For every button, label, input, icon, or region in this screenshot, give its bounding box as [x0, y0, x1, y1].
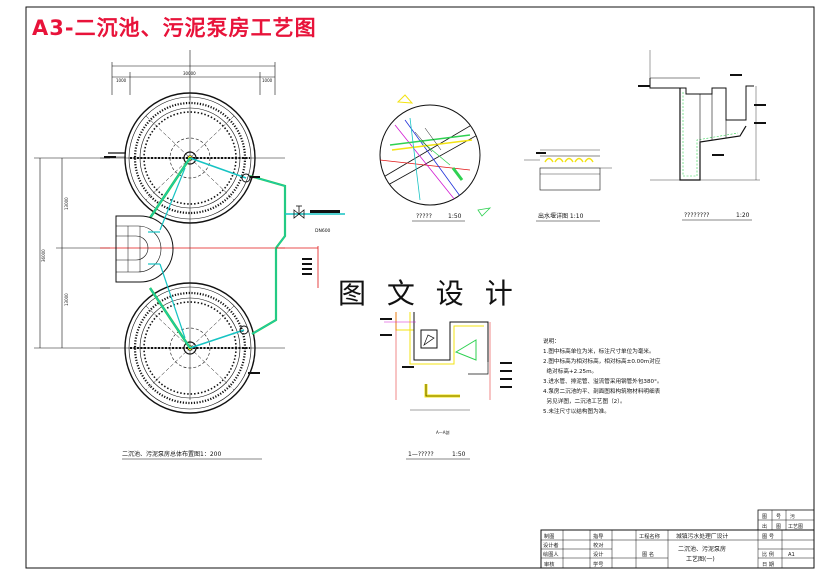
- tb-draftsman-label: 绘图人: [543, 550, 559, 558]
- tb-advisor-label: 指导: [593, 532, 603, 540]
- tb-project-name: 城镇污水处理厂设计: [676, 532, 728, 540]
- tb-reviewer-label: 审核: [544, 560, 554, 568]
- tb-drafter-label: 制图: [544, 532, 554, 540]
- north-arrow-2: [477, 207, 492, 217]
- detail-circle-scale: 1:50: [448, 213, 462, 220]
- notes-item: 2.图中标高为相对标高，相对标高±0.00m对应: [543, 357, 661, 365]
- tb-project-label: 工程名称: [639, 532, 660, 540]
- tb-student-id-label: 学号: [593, 560, 603, 568]
- tb-rt-1: 图: [762, 514, 767, 520]
- tb-date-label: 日 期: [762, 561, 774, 568]
- plan-pipes: [159, 167, 345, 339]
- tb-drawing-name-1: 二沉池、污泥泵房: [678, 545, 726, 553]
- pipe-label: DN600: [315, 228, 331, 234]
- plan-dim-top: [111, 50, 276, 100]
- plan-dim-top-3: 1000: [262, 78, 273, 83]
- tb-design-label: 设计: [593, 550, 603, 558]
- outlet-weir-detail: [524, 149, 612, 191]
- tb-sheet-size: A1: [788, 552, 795, 558]
- plan-view: 1000 30000 1000 36000 13000 13000: [34, 50, 345, 460]
- outlet-weir-caption: 出水堰详图 1:10: [538, 212, 584, 220]
- plan-dim-left-lower: 13000: [64, 293, 69, 306]
- gate-valve: [293, 205, 305, 219]
- plan-dim-top-1: 1000: [116, 78, 127, 83]
- title-block: [540, 509, 815, 569]
- watermark: 图 文 设 计: [336, 272, 521, 312]
- pump-section-scale: 1:50: [452, 451, 466, 458]
- tb-drawing-name-2: 工艺图(一): [686, 555, 715, 563]
- detail-circle-boundary: [379, 104, 481, 206]
- notes-item: 另见详图，二沉池工艺图（2）。: [543, 397, 626, 405]
- plan-tags: [104, 156, 312, 374]
- tb-scale-label: 比 例: [762, 550, 774, 558]
- pump-house-section: [380, 308, 512, 411]
- notes-item: 3.进水管、排泥管、溢流管采用钢管外包380°。: [543, 377, 663, 385]
- design-notes: 说明： 1.图中标高单位为米，标注尺寸单位为毫米。 2.图中标高为相对标高，相对…: [543, 337, 663, 415]
- tb-designer-label: 设计者: [543, 541, 559, 549]
- clarifier-upper: [108, 92, 256, 224]
- north-arrow-1: [396, 94, 414, 104]
- pipe-label-bar: [310, 210, 340, 213]
- detail-circle-content: [380, 117, 480, 201]
- detail-circle-caption: ?????: [416, 213, 432, 220]
- detail-circle-view: ????? 1:50: [379, 94, 492, 222]
- drawing-title: A3-二沉池、污泥泵房工艺图: [32, 16, 317, 40]
- notes-item: 5.未注尺寸以结构图为准。: [543, 407, 610, 415]
- clarifier-lower: [124, 282, 256, 414]
- tb-drawing-name-label: 图 名: [642, 550, 654, 558]
- pump-section-caption: 1—?????: [408, 451, 434, 458]
- plan-dim-left: [34, 157, 110, 349]
- sludge-pump-house: [115, 215, 174, 283]
- tb-rt-2: 号: [776, 514, 781, 520]
- plan-caption: 二沉池、污泥泵房总体布置图1：200: [122, 450, 221, 458]
- notes-item: 1.图中标高单位为米，标注尺寸单位为毫米。: [543, 347, 655, 355]
- tb-rt-4: 出: [762, 523, 767, 530]
- plan-dim-left-total: 36000: [41, 249, 46, 262]
- wall-section-detail: [638, 50, 766, 181]
- plan-dim-top-2: 30000: [183, 71, 196, 76]
- pump-section-cut-label: A—A剖: [436, 429, 449, 435]
- notes-item: 4.泵房二沉池的平、剖面图和构筑物材料明细表: [543, 387, 661, 395]
- sheet-border: [25, 6, 815, 569]
- wall-section-scale: 1:20: [736, 212, 750, 219]
- tb-checker-label: 校对: [593, 541, 603, 549]
- tb-drawing-no-label: 图 号: [762, 533, 774, 540]
- notes-heading: 说明：: [543, 337, 560, 345]
- wall-section-caption: ????????: [684, 212, 709, 219]
- notes-item: 绝对标高+2.25m。: [543, 367, 597, 375]
- tb-rt-3: 污: [790, 513, 795, 520]
- tb-rt-5: 图: [776, 524, 781, 530]
- plan-dim-left-upper: 13000: [64, 197, 69, 210]
- tb-rt-6: 工艺图: [788, 524, 803, 530]
